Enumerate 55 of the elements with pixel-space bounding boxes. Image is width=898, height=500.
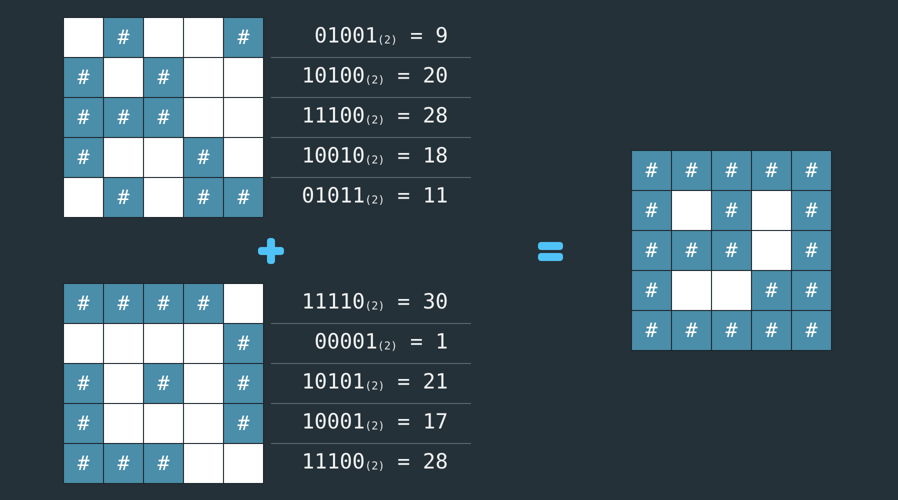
binary-equation: 11100$_{(2)}$ = 28 bbox=[302, 448, 448, 476]
marked-cell: # bbox=[672, 151, 711, 190]
marked-cell: # bbox=[64, 404, 103, 443]
binary-equation: 11100$_{(2)}$ = 28 bbox=[302, 102, 448, 130]
marked-cell: # bbox=[104, 284, 143, 323]
marked-cell: # bbox=[64, 138, 103, 177]
marked-cell: # bbox=[672, 311, 711, 350]
marked-cell: # bbox=[792, 191, 831, 230]
marked-cell: # bbox=[64, 444, 103, 483]
marked-cell: # bbox=[224, 18, 263, 57]
marked-cell: # bbox=[144, 98, 183, 137]
marked-cell: # bbox=[672, 231, 711, 270]
marked-cell: # bbox=[632, 271, 671, 310]
marked-cell: # bbox=[144, 444, 183, 483]
marked-cell: # bbox=[224, 364, 263, 403]
marked-cell: # bbox=[712, 311, 751, 350]
marked-cell: # bbox=[792, 271, 831, 310]
marked-cell: # bbox=[64, 284, 103, 323]
marked-cell: # bbox=[184, 178, 223, 217]
marked-cell: # bbox=[752, 151, 791, 190]
binary-equation: 10010$_{(2)}$ = 18 bbox=[302, 142, 448, 170]
binary-equation: 01001$_{(2)}$ = 9 bbox=[314, 22, 448, 50]
marked-cell: # bbox=[104, 98, 143, 137]
marked-cell: # bbox=[104, 178, 143, 217]
binary-equation: 10101$_{(2)}$ = 21 bbox=[302, 368, 448, 396]
marked-cell: # bbox=[64, 98, 103, 137]
marked-cell: # bbox=[224, 324, 263, 363]
marked-cell: # bbox=[144, 284, 183, 323]
marked-cell: # bbox=[224, 178, 263, 217]
marked-cell: # bbox=[104, 444, 143, 483]
marked-cell: # bbox=[712, 231, 751, 270]
marked-cell: # bbox=[144, 58, 183, 97]
marked-cell: # bbox=[184, 284, 223, 323]
marked-cell: # bbox=[792, 151, 831, 190]
binary-equation: 10100$_{(2)}$ = 20 bbox=[302, 62, 448, 90]
marked-cell: # bbox=[64, 364, 103, 403]
marked-cell: # bbox=[632, 191, 671, 230]
marked-cell: # bbox=[792, 311, 831, 350]
marked-cell: # bbox=[712, 191, 751, 230]
marked-cell: # bbox=[752, 271, 791, 310]
binary-equation: 00001$_{(2)}$ = 1 bbox=[314, 328, 448, 356]
binary-equation: 01011$_{(2)}$ = 11 bbox=[302, 182, 448, 210]
marked-cell: # bbox=[64, 58, 103, 97]
marked-cell: # bbox=[144, 364, 183, 403]
marked-cell: # bbox=[632, 231, 671, 270]
marked-cell: # bbox=[104, 18, 143, 57]
marked-cell: # bbox=[224, 404, 263, 443]
marked-cell: # bbox=[712, 151, 751, 190]
marked-cell: # bbox=[184, 138, 223, 177]
marked-cell: # bbox=[792, 231, 831, 270]
binary-equation: 11110$_{(2)}$ = 30 bbox=[302, 288, 448, 316]
marked-cell: # bbox=[632, 151, 671, 190]
marked-cell: # bbox=[632, 311, 671, 350]
binary-equation: 10001$_{(2)}$ = 17 bbox=[302, 408, 448, 436]
marked-cell: # bbox=[752, 311, 791, 350]
